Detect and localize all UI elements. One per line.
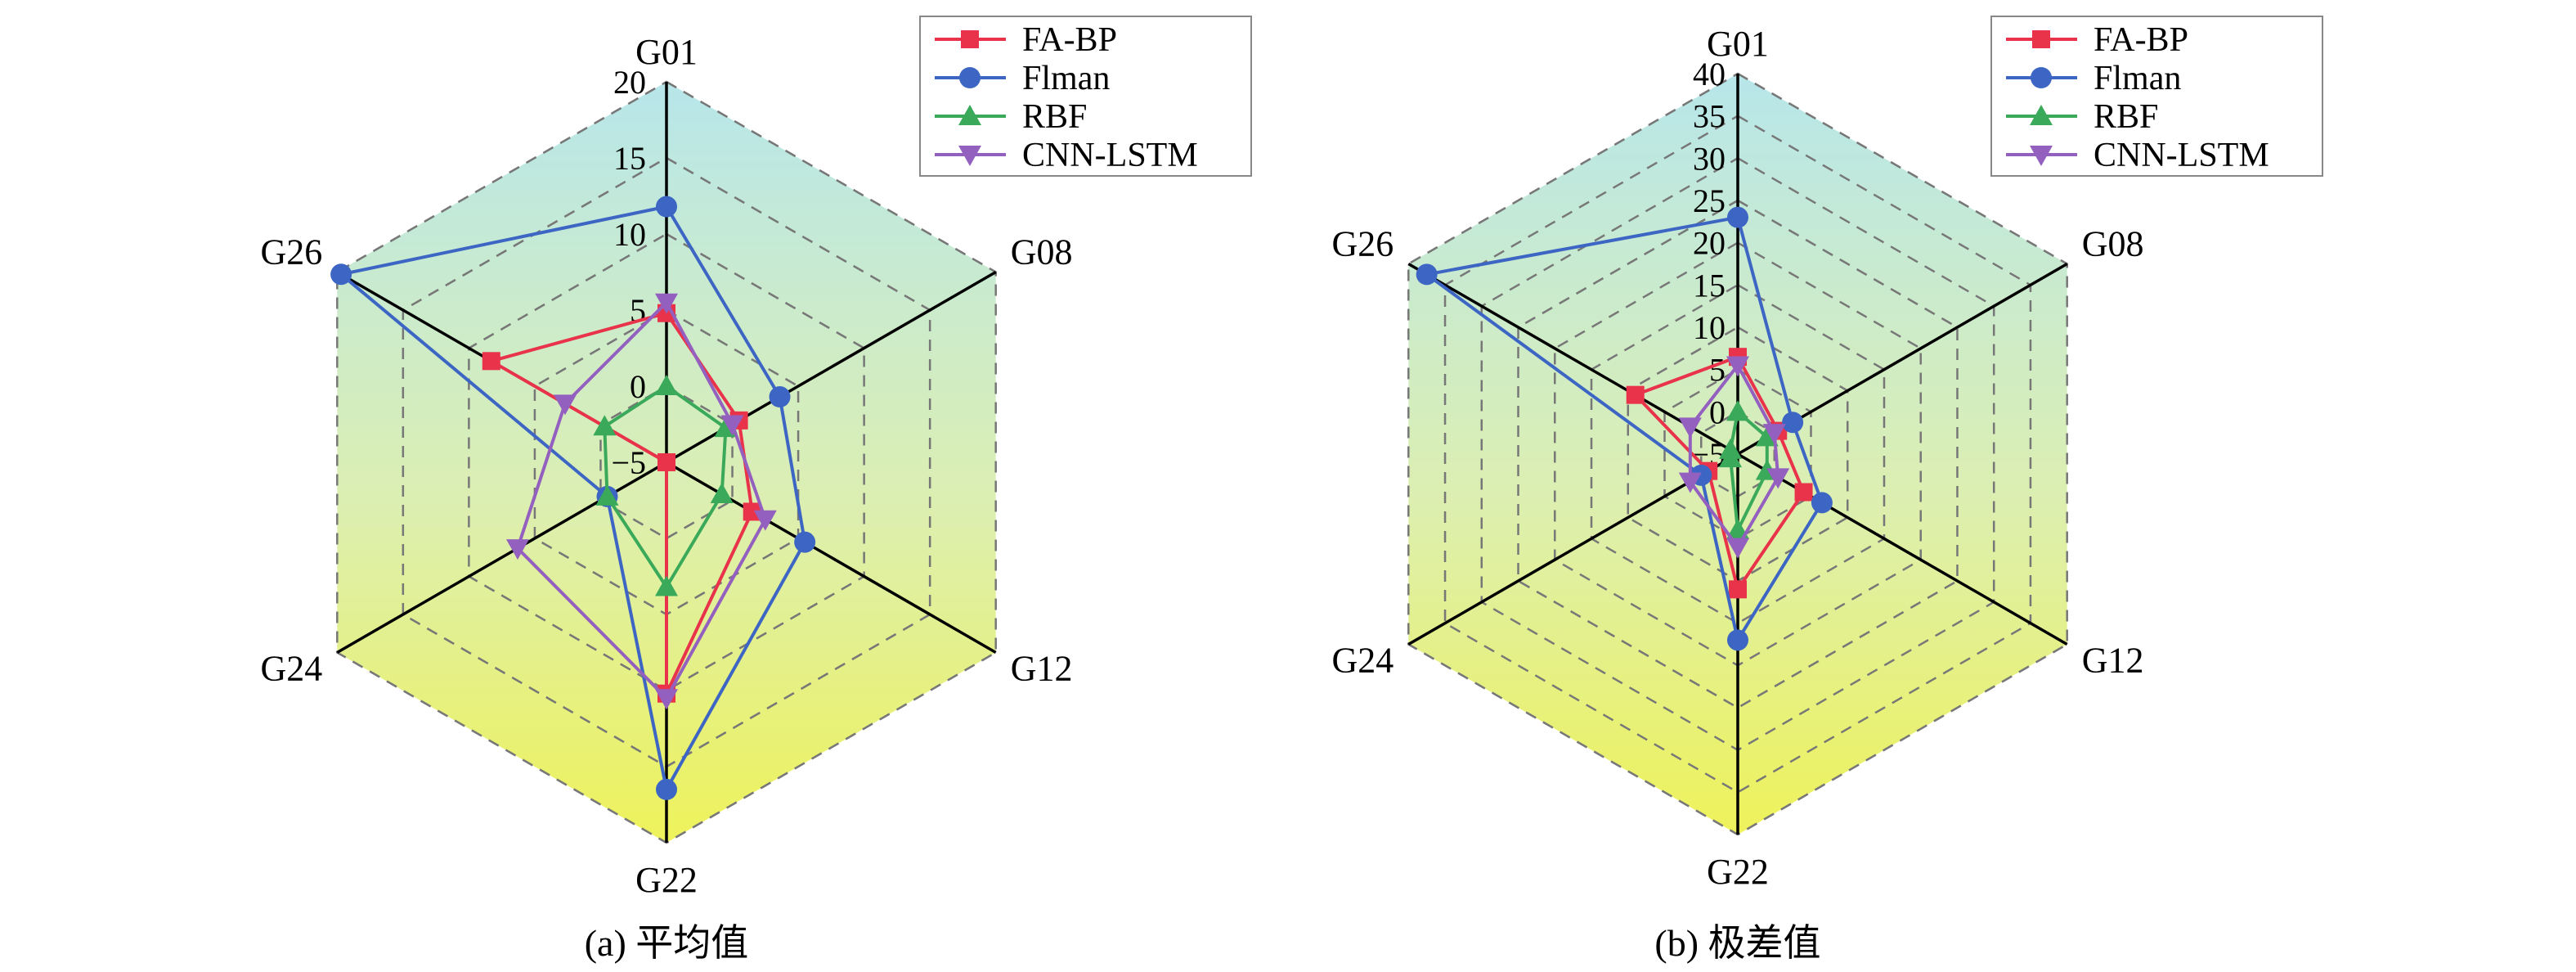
- data-point: [553, 394, 577, 416]
- data-point: [1726, 538, 1749, 559]
- tick-label: 10: [613, 216, 646, 253]
- chart-caption: (a) 平均值: [585, 922, 749, 964]
- data-point: [656, 778, 677, 800]
- axis-category-label: G12: [2082, 641, 2144, 681]
- legend-marker: [958, 105, 981, 125]
- legend-label: RBF: [1022, 98, 1087, 136]
- legend-marker: [2030, 146, 2053, 166]
- axis-category-label: G26: [1332, 224, 1394, 264]
- data-point: [1729, 580, 1747, 599]
- radar-chart-range: 4035302520151050−5G01G08G12G22G24G26FA-B…: [1332, 16, 2323, 964]
- data-point: [1416, 263, 1438, 286]
- tick-label: −5: [611, 444, 646, 481]
- data-point: [794, 531, 816, 553]
- tick-label: 15: [613, 140, 646, 177]
- data-point: [1726, 356, 1749, 377]
- axis-category-label: G24: [1332, 641, 1394, 681]
- data-point: [1766, 468, 1790, 489]
- tick-label: 0: [630, 368, 646, 405]
- legend-marker: [2030, 105, 2053, 125]
- data-point: [1794, 483, 1813, 502]
- axis-category-label: G22: [1707, 852, 1769, 892]
- axis-category-label: G01: [635, 32, 698, 72]
- data-point: [1727, 629, 1748, 651]
- axis-category-label: G26: [261, 232, 323, 272]
- tick-label: 35: [1693, 98, 1726, 135]
- legend-label: RBF: [2094, 98, 2158, 136]
- data-point: [595, 484, 619, 506]
- tick-label: 25: [1693, 182, 1726, 219]
- data-point: [330, 263, 352, 286]
- legend-marker: [958, 146, 981, 166]
- axis-category-label: G08: [2082, 224, 2144, 264]
- data-point: [1762, 424, 1786, 445]
- tick-label: 0: [1709, 394, 1726, 430]
- tick-label: 15: [1693, 267, 1726, 304]
- data-point: [753, 510, 777, 531]
- tick-label: 10: [1693, 309, 1726, 346]
- tick-label: 20: [613, 64, 646, 101]
- legend-marker: [2031, 67, 2052, 88]
- legend-label: Flman: [2094, 60, 2181, 97]
- data-point: [720, 415, 744, 436]
- legend-label: Flman: [1022, 60, 1110, 97]
- data-point: [1626, 385, 1645, 404]
- legend-marker: [961, 30, 979, 48]
- data-point: [1719, 438, 1743, 459]
- data-point: [655, 293, 678, 314]
- axis-line: [1737, 452, 2068, 646]
- data-point: [655, 575, 678, 596]
- data-point: [1678, 472, 1702, 493]
- axis-line: [1407, 452, 1739, 646]
- data-point: [656, 196, 677, 218]
- tick-label: 40: [1693, 56, 1726, 92]
- axis-category-label: G08: [1011, 232, 1073, 272]
- data-point: [769, 386, 791, 408]
- data-point: [1678, 417, 1702, 439]
- data-point: [743, 502, 761, 521]
- data-point: [593, 415, 617, 436]
- axis-category-label: G24: [261, 649, 323, 689]
- data-point: [1811, 492, 1833, 514]
- data-point: [710, 483, 734, 504]
- data-point: [482, 352, 500, 371]
- tick-label: 5: [1709, 352, 1726, 389]
- data-point: [657, 453, 675, 471]
- radar-chart-average: 20151050−5G01G08G12G22G24G26FA-BPFlmanRB…: [261, 16, 1252, 964]
- axis-category-label: G22: [635, 860, 698, 900]
- legend-label: FA-BP: [2094, 21, 2188, 59]
- data-point: [1726, 400, 1749, 421]
- legend-marker: [2032, 30, 2050, 48]
- axis-category-label: G12: [1011, 649, 1073, 689]
- tick-label: 20: [1693, 225, 1726, 262]
- axis-category-label: G01: [1707, 24, 1769, 64]
- data-point: [655, 689, 678, 710]
- data-point: [1727, 206, 1748, 228]
- data-point: [655, 375, 678, 395]
- legend-label: CNN-LSTM: [2094, 137, 2269, 174]
- data-point: [505, 539, 529, 560]
- chart-caption: (b) 极差值: [1654, 922, 1820, 964]
- legend-label: CNN-LSTM: [1022, 137, 1198, 174]
- tick-label: 30: [1693, 140, 1726, 177]
- legend-label: FA-BP: [1022, 21, 1117, 59]
- data-point: [1782, 412, 1804, 434]
- legend-marker: [959, 67, 981, 88]
